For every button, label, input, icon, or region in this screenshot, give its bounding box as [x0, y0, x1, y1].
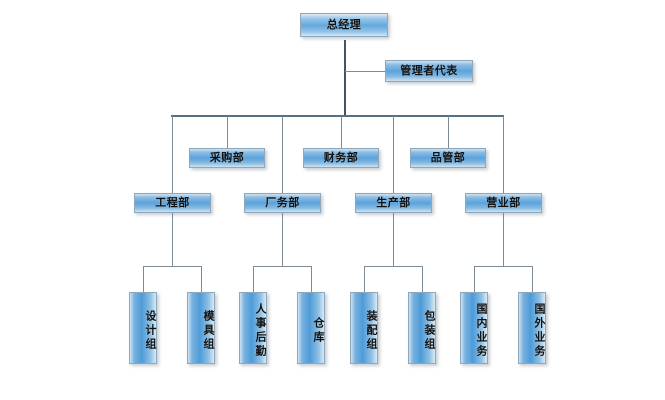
connector-plant-stem — [282, 213, 283, 266]
connector-bus-drop-sales — [503, 116, 504, 193]
node-design-team[interactable]: 设计组 — [129, 292, 157, 364]
connector-root-to-staff — [345, 71, 385, 72]
node-warehouse[interactable]: 仓库 — [297, 292, 325, 364]
connector-drop-design — [143, 266, 144, 292]
connector-root-stem — [344, 40, 346, 116]
connector-bus-drop-engineering — [172, 116, 173, 193]
node-quality-control-dept[interactable]: 品管部 — [410, 148, 486, 168]
node-finance-dept[interactable]: 财务部 — [303, 148, 379, 168]
node-purchasing-dept[interactable]: 采购部 — [189, 148, 265, 168]
connector-bus-drop-quality — [448, 116, 449, 148]
connector-drop-warehouse — [311, 266, 312, 292]
node-label: 国外业务 — [533, 303, 546, 359]
node-mold-team[interactable]: 模具组 — [187, 292, 215, 364]
connector-drop-mold — [201, 266, 202, 292]
node-label: 装配组 — [365, 310, 378, 352]
node-label: 国内业务 — [475, 303, 488, 359]
node-label: 总经理 — [326, 18, 362, 32]
node-assembly-team[interactable]: 装配组 — [350, 292, 378, 364]
node-label: 管理者代表 — [400, 64, 458, 78]
node-label: 仓库 — [312, 317, 325, 345]
connector-main-bus — [171, 115, 504, 117]
connector-bus-drop-plant — [282, 116, 283, 193]
node-packaging-team[interactable]: 包装组 — [408, 292, 436, 364]
connector-sales-stem — [503, 213, 504, 266]
node-label: 设计组 — [144, 310, 157, 352]
node-label: 包装组 — [423, 310, 436, 352]
node-label: 人事后勤 — [254, 303, 267, 359]
connector-engineering-bus — [143, 266, 202, 267]
node-label: 工程部 — [155, 196, 190, 210]
connector-bus-drop-production — [393, 116, 394, 193]
node-label: 厂务部 — [265, 196, 300, 210]
node-production-dept[interactable]: 生产部 — [355, 193, 432, 213]
connector-drop-domestic — [474, 266, 475, 292]
node-label: 财务部 — [323, 151, 359, 165]
node-general-manager[interactable]: 总经理 — [300, 13, 388, 37]
node-label: 生产部 — [376, 196, 411, 210]
node-sales-dept[interactable]: 营业部 — [465, 193, 542, 213]
connector-plant-bus — [253, 266, 312, 267]
connector-drop-packaging — [422, 266, 423, 292]
connector-bus-drop-finance — [341, 116, 342, 148]
connector-drop-hr — [253, 266, 254, 292]
connector-drop-assembly — [364, 266, 365, 292]
node-overseas-business[interactable]: 国外业务 — [518, 292, 546, 364]
node-label: 模具组 — [202, 310, 215, 352]
connector-bus-drop-purchasing — [227, 116, 228, 148]
connector-production-stem — [393, 213, 394, 266]
node-plant-affairs-dept[interactable]: 厂务部 — [244, 193, 321, 213]
node-hr-logistics[interactable]: 人事后勤 — [239, 292, 267, 364]
connector-drop-overseas — [532, 266, 533, 292]
node-label: 采购部 — [209, 151, 245, 165]
node-label: 品管部 — [430, 151, 466, 165]
connector-engineering-stem — [172, 213, 173, 266]
node-label: 营业部 — [486, 196, 521, 210]
connector-sales-bus — [474, 266, 533, 267]
connector-production-bus — [364, 266, 423, 267]
node-management-representative[interactable]: 管理者代表 — [385, 60, 473, 82]
node-engineering-dept[interactable]: 工程部 — [134, 193, 211, 213]
node-domestic-business[interactable]: 国内业务 — [460, 292, 488, 364]
